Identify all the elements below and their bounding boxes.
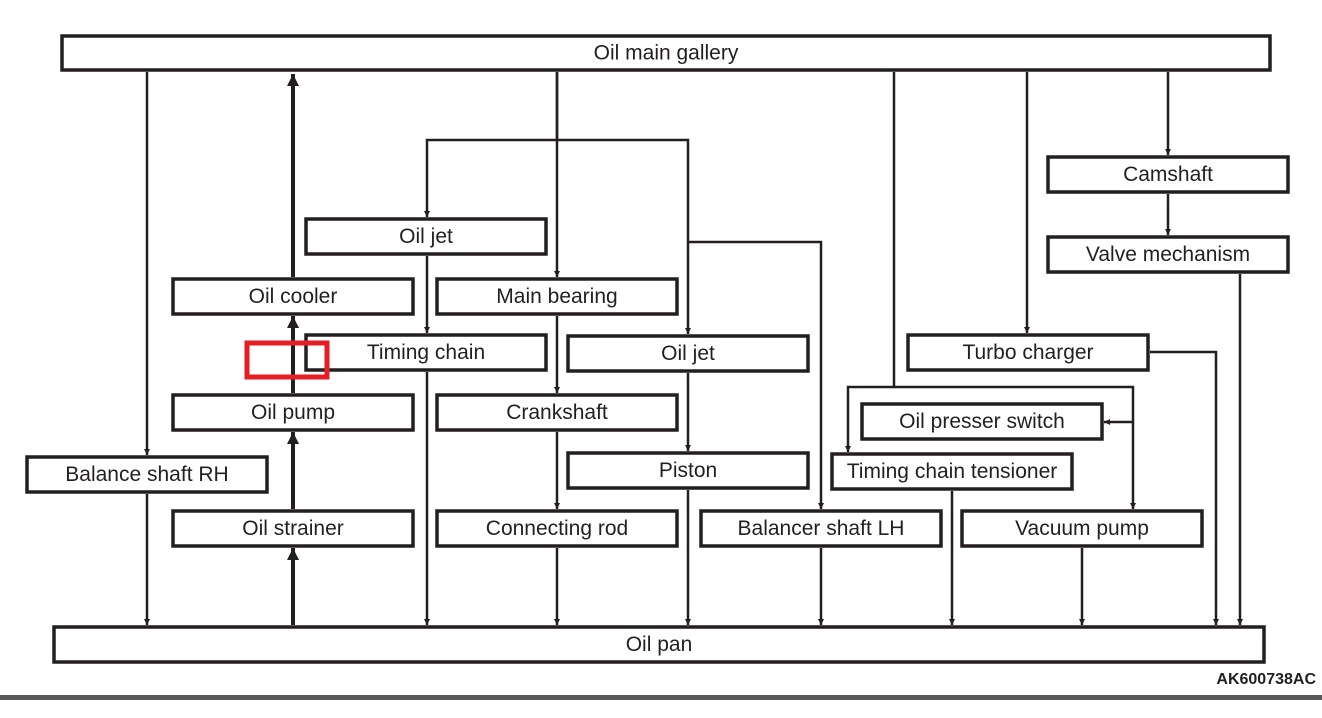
node-box xyxy=(435,393,679,432)
node-label: Camshaft xyxy=(1123,163,1213,186)
node-box xyxy=(60,34,1272,72)
node-label: Crankshaft xyxy=(506,401,608,424)
node-turbo-charger: Turbo charger xyxy=(906,333,1150,372)
node-box xyxy=(52,625,1266,664)
edge-oil-main-gallery-to-oil-jet-1 xyxy=(424,72,559,217)
node-label: Oil main gallery xyxy=(594,42,739,65)
node-box xyxy=(304,217,548,256)
node-label: Valve mechanism xyxy=(1086,243,1250,266)
node-box xyxy=(1046,155,1290,194)
node-label: Main bearing xyxy=(496,285,617,308)
node-label: Oil pump xyxy=(251,401,335,424)
node-connecting-rod: Connecting rod xyxy=(435,509,679,548)
node-oil-pan: Oil pan xyxy=(52,625,1266,664)
node-oil-main-gallery: Oil main gallery xyxy=(60,34,1272,72)
node-timing-chain: Timing chain xyxy=(304,333,548,372)
node-label: Balancer shaft LH xyxy=(738,517,905,540)
node-label: Balance shaft RH xyxy=(65,463,228,486)
node-oil-pump: Oil pump xyxy=(171,393,415,432)
node-label: Oil cooler xyxy=(249,285,338,308)
node-label: Oil strainer xyxy=(242,517,344,540)
node-valve-mechanism: Valve mechanism xyxy=(1046,235,1290,274)
edge-oil-main-gallery-to-oil-presser-switch xyxy=(894,385,1135,425)
edge-oil-main-gallery-to-oil-jet-2 xyxy=(557,138,691,334)
node-box xyxy=(960,509,1204,548)
node-label: Oil pan xyxy=(626,633,693,656)
node-box xyxy=(830,452,1074,491)
node-timing-chain-tensioner: Timing chain tensioner xyxy=(830,452,1074,491)
node-box xyxy=(171,509,415,548)
node-box xyxy=(699,509,943,548)
node-balance-shaft-rh: Balance shaft RH xyxy=(25,455,269,494)
node-oil-jet-1: Oil jet xyxy=(304,217,548,256)
node-box xyxy=(435,277,679,316)
node-piston: Piston xyxy=(566,451,810,490)
node-label: Timing chain tensioner xyxy=(847,460,1058,483)
node-oil-jet-2: Oil jet xyxy=(566,334,810,373)
node-box xyxy=(860,402,1104,441)
highlight-marker xyxy=(244,340,330,380)
node-label: Connecting rod xyxy=(486,517,628,540)
node-box xyxy=(171,277,415,316)
figure-id: AK600738AC xyxy=(1216,671,1316,688)
node-label: Timing chain xyxy=(367,341,485,364)
node-camshaft: Camshaft xyxy=(1046,155,1290,194)
node-box xyxy=(25,455,269,494)
node-label: Turbo charger xyxy=(962,341,1093,364)
node-label: Piston xyxy=(659,459,717,482)
edge-oil-main-gallery-to-balancer-shaft-lh xyxy=(688,240,824,509)
node-crankshaft: Crankshaft xyxy=(435,393,679,432)
node-vacuum-pump: Vacuum pump xyxy=(960,509,1204,548)
node-oil-cooler: Oil cooler xyxy=(171,277,415,316)
node-box xyxy=(566,334,810,373)
node-label: Oil jet xyxy=(399,225,453,248)
node-box xyxy=(304,333,548,372)
node-box xyxy=(171,393,415,432)
node-box xyxy=(906,333,1150,372)
edge-turbo-charger-to-oil-pan xyxy=(1150,350,1219,625)
node-box xyxy=(566,451,810,490)
node-oil-presser-switch: Oil presser switch xyxy=(860,402,1104,441)
node-label: Vacuum pump xyxy=(1015,517,1149,540)
node-box xyxy=(1046,235,1290,274)
edge-oil-main-gallery-to-timing-chain-tensioner xyxy=(845,72,896,452)
node-main-bearing: Main bearing xyxy=(435,277,679,316)
node-label: Oil presser switch xyxy=(899,410,1065,433)
edges-layer xyxy=(144,72,1243,625)
node-box xyxy=(435,509,679,548)
node-label: Oil jet xyxy=(661,342,715,365)
bottom-rule xyxy=(0,695,1322,700)
node-oil-strainer: Oil strainer xyxy=(171,509,415,548)
node-balancer-shaft-lh: Balancer shaft LH xyxy=(699,509,943,548)
